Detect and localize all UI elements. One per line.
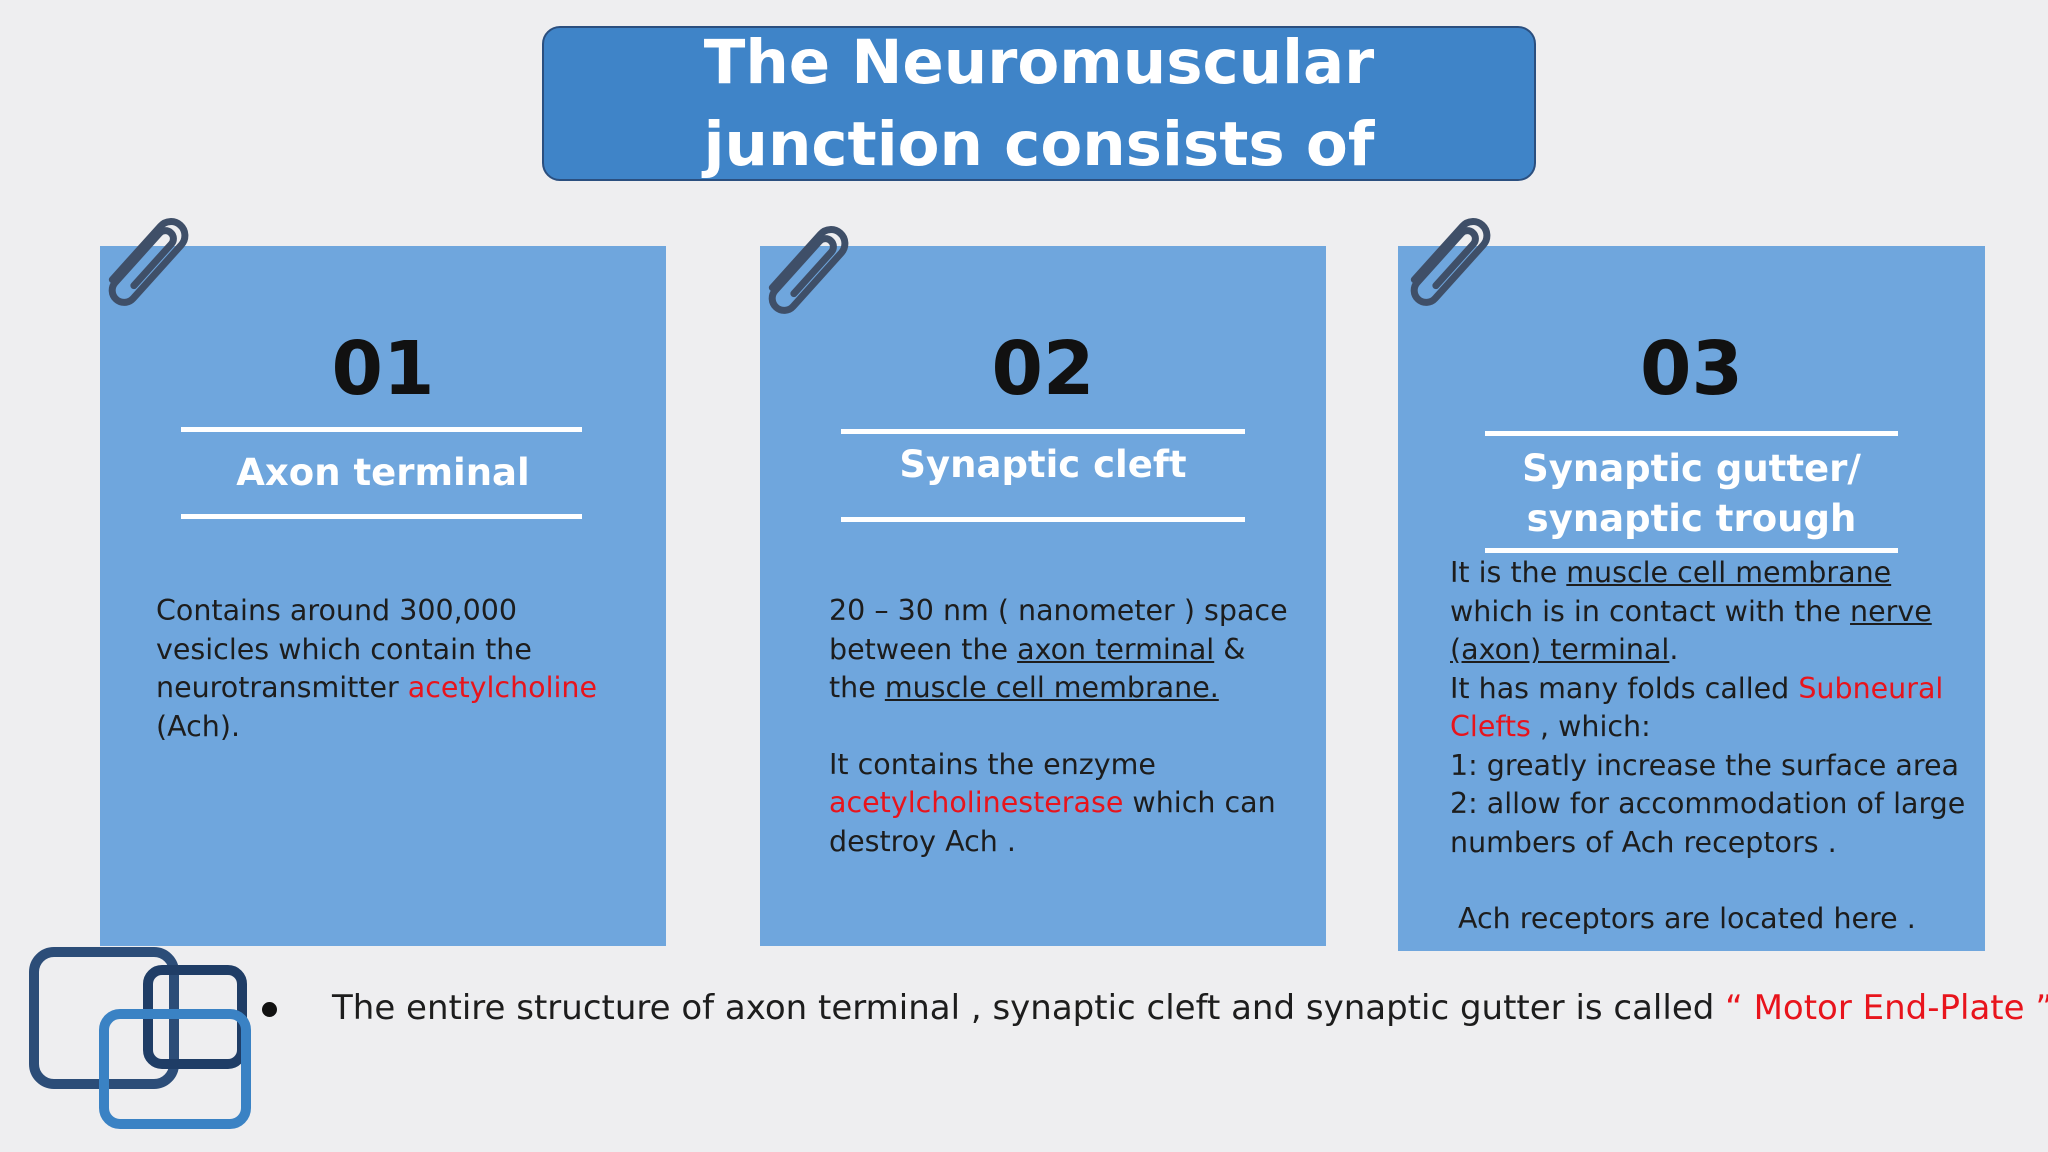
paperclip-icon <box>1410 218 1491 306</box>
underlined-term: (axon) terminal <box>1450 633 1670 666</box>
footer-statement: The entire structure of axon terminal , … <box>332 988 2048 1028</box>
body-text: which is in contact with the <box>1450 594 1851 628</box>
paperclip-icon <box>768 226 849 314</box>
title-banner: The Neuromuscular junction consists of <box>542 26 1536 181</box>
card-body: 20 – 30 nm ( nanometer ) space between t… <box>829 592 1319 861</box>
card-label: Axon terminal <box>236 451 530 494</box>
body-line: 1: greatly increase the surface area <box>1450 748 1959 782</box>
body-line: acetylcholinesterase which can <box>829 784 1319 823</box>
paperclip-icon <box>108 218 189 306</box>
card-body: It is the muscle cell membrane which is … <box>1450 554 1980 939</box>
body-line: destroy Ach . <box>829 824 1016 858</box>
overlapping-squares-logo <box>29 947 251 1129</box>
label-line: synaptic trough <box>1526 497 1857 540</box>
highlight-term: acetylcholinesterase <box>829 786 1124 819</box>
body-line: 2: allow for accommodation of large <box>1450 787 1966 820</box>
underlined-term: muscle cell membrane <box>1566 556 1892 589</box>
highlight-term: Clefts <box>1450 710 1531 743</box>
body-line: the muscle cell membrane. <box>829 669 1319 708</box>
footer-text: The entire structure of axon terminal , … <box>332 988 1726 1028</box>
body-text: the <box>829 671 885 704</box>
slide-title: The Neuromuscular junction consists of <box>703 26 1375 180</box>
divider-top <box>841 429 1245 434</box>
highlight-term: acetylcholine <box>407 671 598 704</box>
body-line: between the axon terminal & <box>829 631 1319 670</box>
divider-top <box>181 427 582 432</box>
body-line: (Ach). <box>156 709 241 743</box>
card-number: 03 <box>1640 326 1743 412</box>
body-text: neurotransmitter <box>156 671 408 704</box>
body-text: & <box>1214 632 1246 666</box>
label-line: Synaptic gutter/ <box>1522 447 1861 490</box>
body-line: (axon) terminal. <box>1450 631 1980 670</box>
body-line: vesicles which contain the <box>156 632 532 666</box>
body-line: Contains around 300,000 <box>156 594 518 627</box>
body-text: between the <box>829 632 1018 666</box>
body-text: , which: <box>1530 710 1651 743</box>
card-number: 02 <box>991 326 1095 412</box>
divider-bottom <box>181 514 582 519</box>
body-line: 20 – 30 nm ( nanometer ) space <box>829 594 1288 627</box>
body-text: which can <box>1123 786 1276 819</box>
body-line: Clefts , which: <box>1450 708 1980 747</box>
underlined-term: muscle cell membrane. <box>884 671 1219 704</box>
card-synaptic-cleft: 02 Synaptic cleft 20 – 30 nm ( nanometer… <box>760 246 1326 946</box>
body-line: neurotransmitter acetylcholine <box>156 669 656 708</box>
bullet-icon <box>262 1002 277 1017</box>
divider-bottom <box>841 517 1245 522</box>
highlight-term: Subneural <box>1798 671 1944 705</box>
card-axon-terminal: 01 Axon terminal Contains around 300,000… <box>100 246 666 946</box>
card-body: Contains around 300,000 vesicles which c… <box>156 592 656 746</box>
body-line: It is the muscle cell membrane <box>1450 554 1980 593</box>
divider-top <box>1485 431 1898 436</box>
divider-bottom <box>1485 548 1898 553</box>
underlined-term: axon terminal <box>1017 632 1215 666</box>
body-line: Ach receptors are located here . <box>1458 902 1916 935</box>
body-text: It is the <box>1450 556 1567 589</box>
card-label: Synaptic cleft <box>899 443 1187 486</box>
motor-end-plate-term: “ Motor End-Plate ” <box>1725 988 2048 1028</box>
body-line: which is in contact with the nerve <box>1450 593 1980 632</box>
body-line: numbers of Ach receptors . <box>1450 825 1837 859</box>
card-number: 01 <box>331 326 435 412</box>
underlined-term: nerve <box>1850 594 1932 628</box>
card-synaptic-gutter: 03 Synaptic gutter/ synaptic trough It i… <box>1398 246 1985 951</box>
body-text: It has many folds called <box>1450 671 1799 705</box>
body-line: It has many folds called Subneural <box>1450 670 1980 709</box>
body-line: It contains the enzyme <box>829 747 1156 781</box>
body-text: . <box>1669 633 1679 666</box>
card-label: Synaptic gutter/ synaptic trough <box>1398 444 1985 544</box>
